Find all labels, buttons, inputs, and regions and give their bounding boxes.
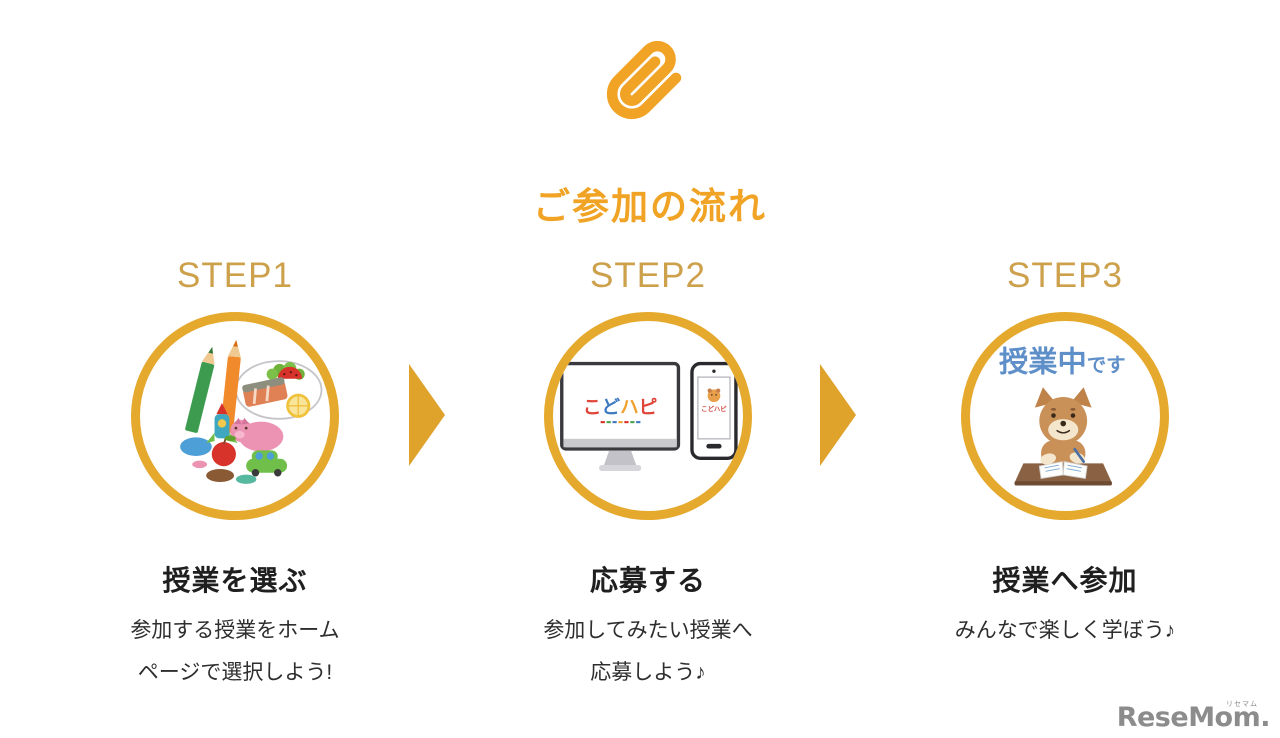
phone-logo-text: こどハピ (701, 404, 727, 413)
step-2-column: STEP2 こどハピ (508, 256, 788, 694)
step-3-description: みんなで楽しく学ぼう♪ (925, 610, 1205, 652)
step-1-description: 参加する授業をホーム ページで選択しよう! (95, 610, 375, 694)
step-1-heading: 授業を選ぶ (162, 565, 308, 596)
step-3-circle: 授業中です (961, 312, 1169, 520)
badge-sub-text: です (1087, 354, 1126, 376)
page-title: ご参加の流れ (533, 186, 767, 227)
step-2-desc-line-1: 参加してみたい授業へ (543, 619, 753, 642)
monitor-logo-char-1: こ (583, 396, 602, 417)
step-1-circle (131, 312, 339, 520)
step-2-description: 参加してみたい授業へ 応募しよう♪ (508, 610, 788, 694)
step-3-label: STEP3 (1007, 256, 1123, 295)
monitor-logo-char-3: ハ (620, 396, 639, 417)
desktop-and-smartphone-illustration: こどハピ (560, 361, 738, 471)
step-3-column: STEP3 授業中です (925, 256, 1205, 652)
resemom-logo-text: ReseMom. (1116, 702, 1271, 733)
monitor-logo-char-4: ピ (639, 396, 658, 417)
svg-text:こどハピ: こどハピ (583, 396, 657, 417)
step-1-column: STEP1 (95, 256, 375, 694)
step-2-circle: こどハピ (544, 312, 752, 520)
step-2-label: STEP2 (590, 256, 706, 295)
art-supplies-food-and-clay-illustration (180, 340, 323, 484)
monitor-tagline-marks (600, 421, 641, 424)
resemom-logo-ruby: リセマム (1226, 701, 1258, 708)
paperclip-icon (599, 28, 691, 134)
badge-main-text: 授業中 (999, 345, 1087, 378)
step-2-heading: 応募する (589, 565, 706, 596)
step-3-heading: 授業へ参加 (992, 565, 1138, 596)
arrow-right-icon (409, 364, 445, 466)
step-1-desc-line-2: ページで選択しよう! (137, 661, 333, 684)
step-2-desc-line-2: 応募しよう♪ (590, 661, 706, 684)
resemom-logo: リセマム ReseMom. (1116, 701, 1271, 733)
step-1-desc-line-1: 参加する授業をホーム (130, 619, 340, 642)
svg-text:授業中です: 授業中です (999, 345, 1126, 378)
monitor-logo-char-2: ど (601, 396, 620, 417)
arrow-right-icon (820, 364, 856, 466)
step-1-label: STEP1 (177, 256, 293, 295)
shiba-dog-studying-illustration: 授業中です (999, 345, 1126, 486)
step-3-desc-line-1: みんなで楽しく学ぼう♪ (954, 619, 1176, 642)
